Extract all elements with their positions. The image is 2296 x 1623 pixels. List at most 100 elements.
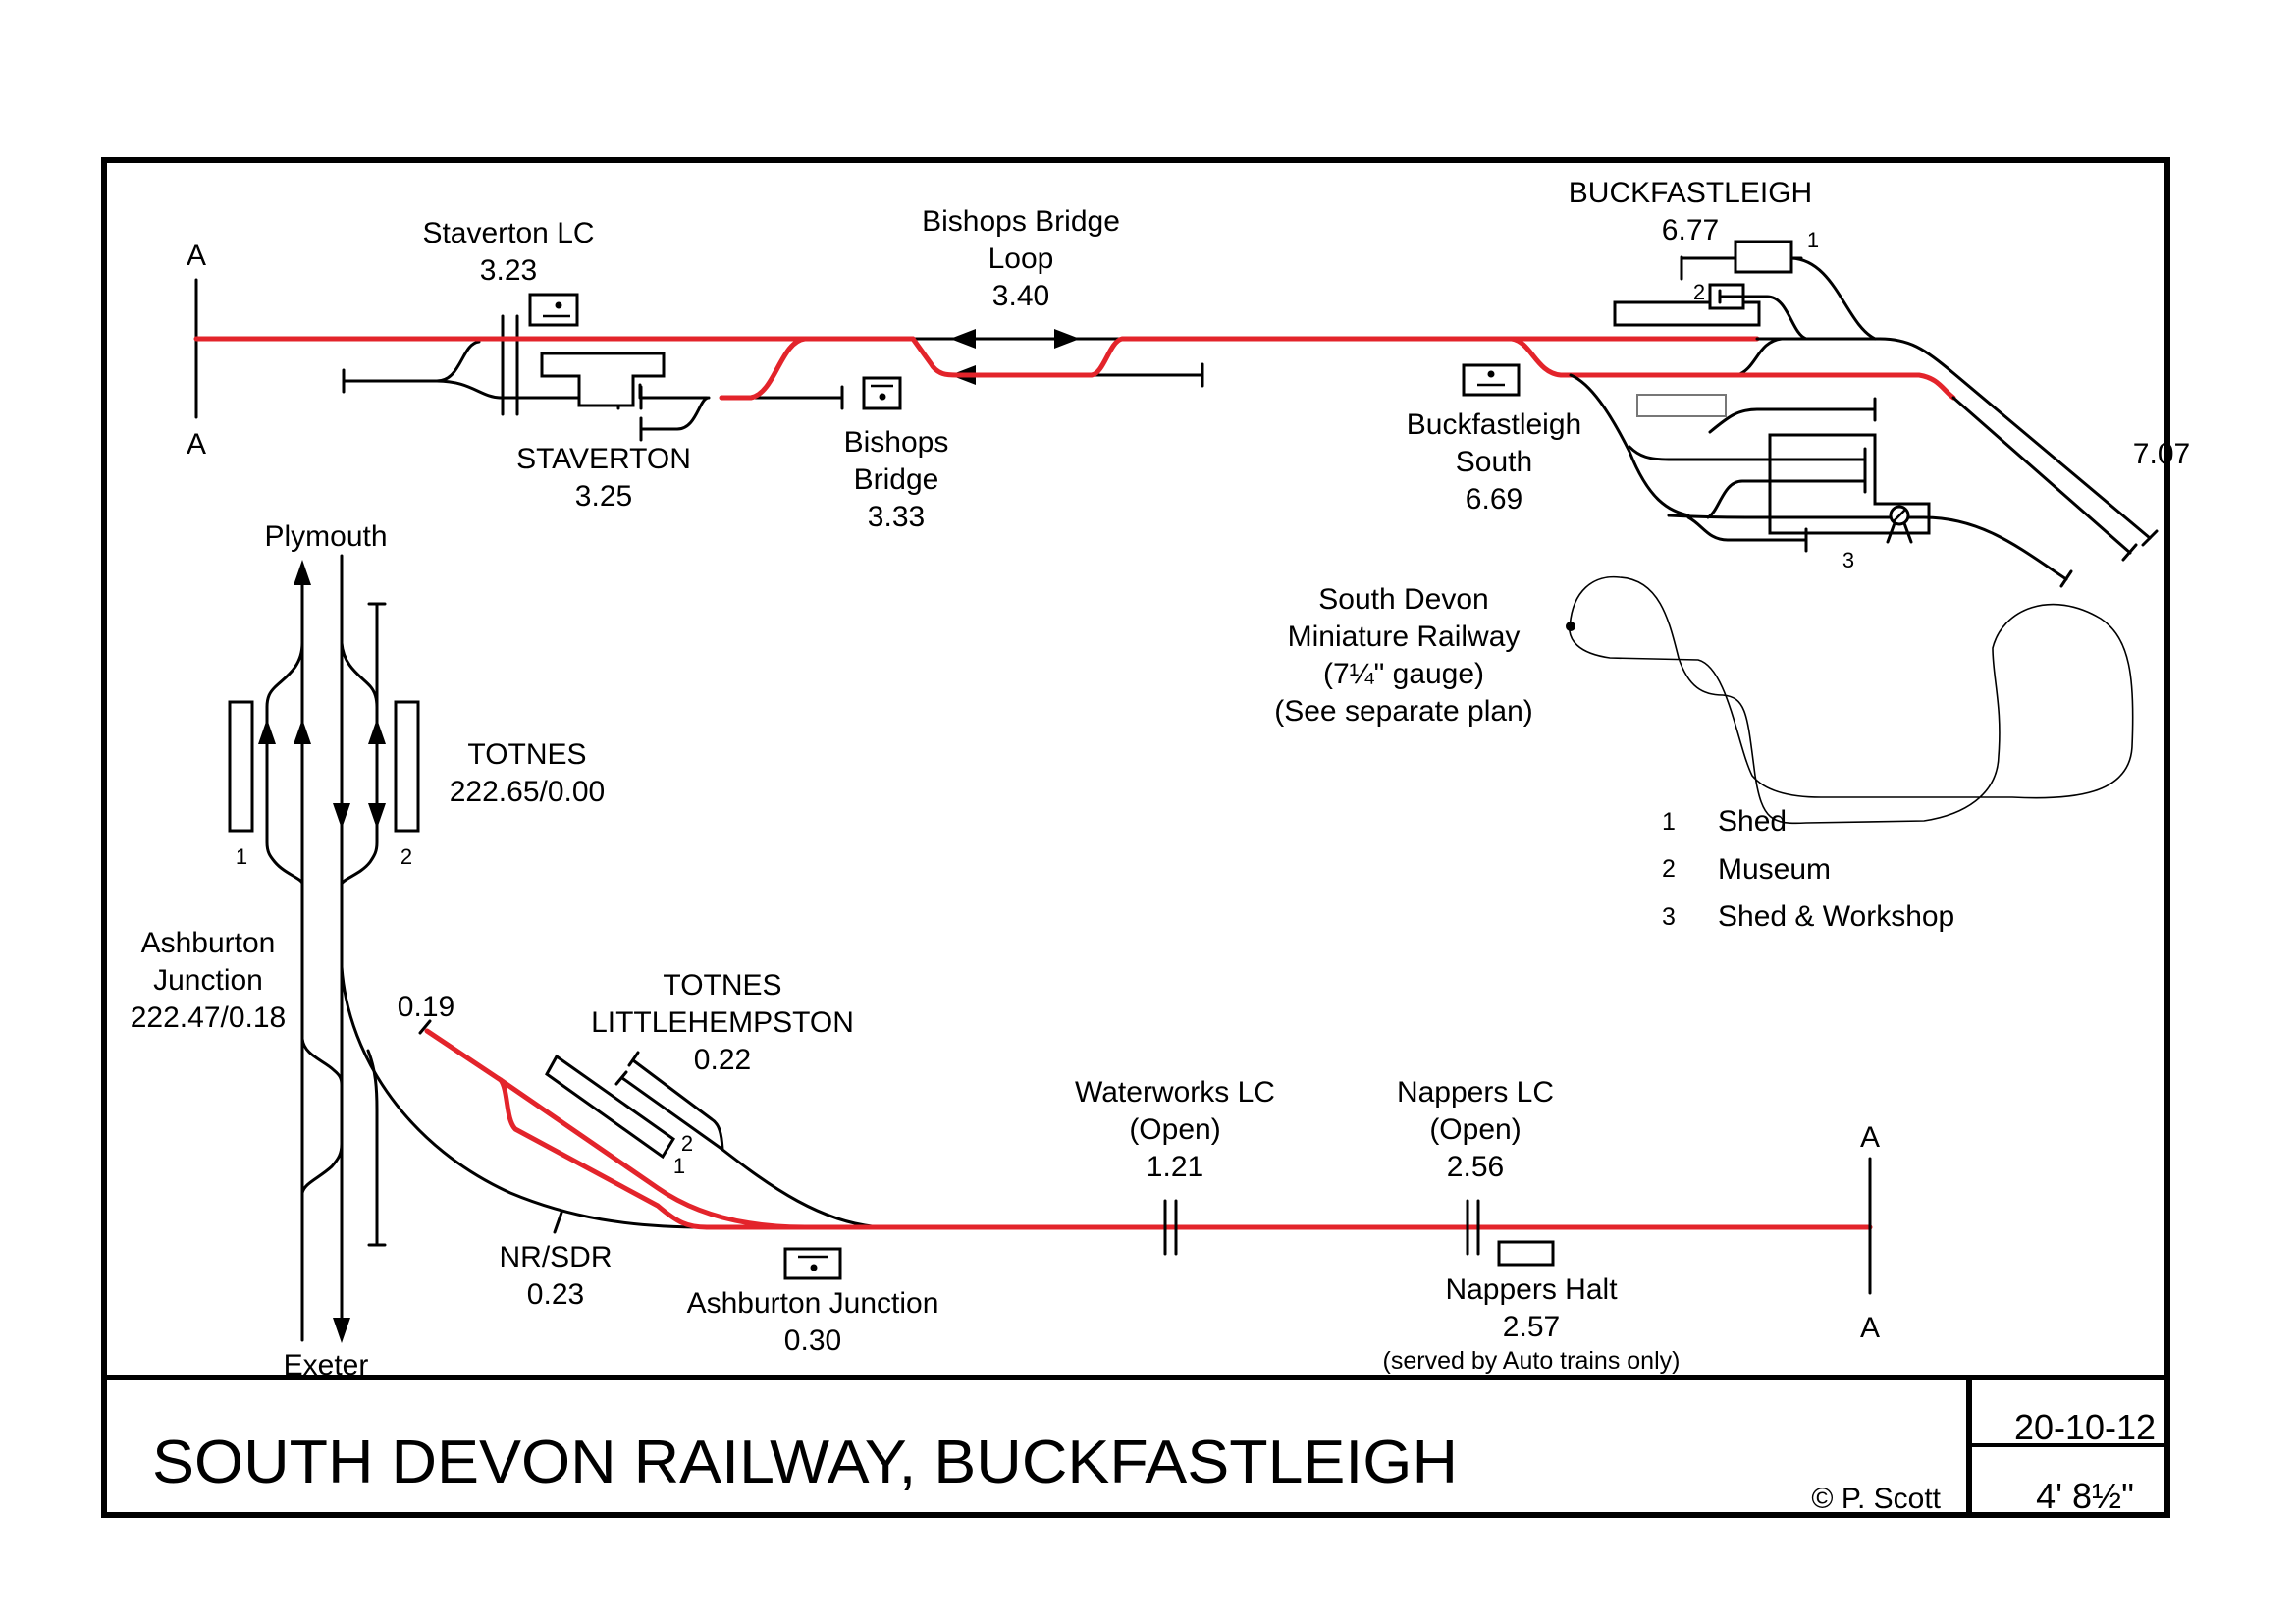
ashburton-jn-nr-name-1: Ashburton: [141, 927, 276, 959]
running-line-staverton-loop: [719, 336, 808, 401]
staverton-siding-2: [435, 379, 620, 400]
legend-num: 1: [1662, 808, 1676, 836]
signal-box-dot: [1487, 370, 1495, 378]
arrow-down-icon: [333, 1318, 350, 1343]
nr-sdr-name: NR/SDR: [499, 1241, 612, 1273]
boundary-marker: [553, 1211, 563, 1234]
littlehempston-mileage: 0.22: [694, 1044, 751, 1076]
legend-label: Shed: [1718, 805, 1787, 838]
nappers-halt-platform: [1497, 1240, 1555, 1267]
running-line-littlehempston-loop: [498, 1077, 710, 1230]
siding-end-mileage: 0.19: [398, 991, 454, 1023]
signal-box-dot: [555, 301, 562, 309]
miniature-railway-track: [1569, 575, 2134, 825]
arrow-down-icon: [333, 803, 350, 829]
littlehempston-platform-number: 1: [673, 1154, 685, 1178]
turntable-mark: [1893, 509, 1906, 522]
crossover: [300, 1142, 344, 1195]
gauge-label: 4' 8½": [2036, 1476, 2134, 1516]
museum-road: [1718, 295, 1808, 341]
revision-date: 20-10-12: [2014, 1407, 2156, 1447]
carpark-outline: [1636, 394, 1727, 417]
headshunt: [366, 1049, 379, 1247]
nappers-halt-note: (served by Auto trains only): [1383, 1347, 1681, 1375]
staverton-lc-mileage: 3.23: [480, 254, 537, 287]
signal-box-bishops-bridge: [862, 376, 902, 410]
legend-label: Museum: [1718, 853, 1831, 886]
signal-box-buckfastleigh: [1462, 363, 1521, 397]
platform-loop-1: [265, 641, 304, 886]
diagram-frame: [101, 157, 2170, 1518]
ashburton-jn-nr-name-2: Junction: [153, 964, 263, 997]
buffer-stop: [2121, 543, 2138, 562]
running-line-platform-2: [1509, 336, 1956, 401]
running-line-extension: [1951, 396, 2132, 555]
littlehempston-name-1: TOTNES: [663, 969, 781, 1001]
legend-label: Shed & Workshop: [1718, 900, 1954, 933]
crossover: [300, 1037, 344, 1087]
totnes-platform-number: 2: [400, 844, 412, 869]
buckfastleigh-south-name-2: South: [1456, 446, 1532, 478]
buckfastleigh-name: BUCKFASTLEIGH: [1569, 177, 1812, 209]
nr-sdr-mileage: 0.23: [527, 1278, 584, 1311]
yard-road-turntable: [1667, 514, 2068, 581]
buffer-stop: [2141, 529, 2159, 547]
signal-box-dot: [879, 393, 886, 401]
building-number-1: 1: [1807, 228, 1819, 252]
direction-arrow-left: [950, 329, 976, 349]
arrow-down-icon: [368, 803, 386, 829]
running-line-to-7-07: [1878, 337, 2152, 540]
littlehempston-siding: [631, 1058, 724, 1151]
littlehempston-platform: [545, 1054, 676, 1160]
staverton-siding-1: [342, 340, 481, 383]
yard-road-1: [1628, 445, 1867, 461]
section-break-label-bottom: A: [1860, 1312, 1880, 1344]
branch-to-ashburton: [340, 965, 709, 1229]
buckfastleigh-south-name-1: Buckfastleigh: [1407, 408, 1581, 441]
miniature-railway-station-dot: [1566, 622, 1575, 631]
arrow-up-icon: [294, 719, 311, 744]
arrow-up-icon: [294, 560, 311, 585]
bishops-bridge-mileage: 3.33: [868, 501, 925, 533]
staverton-mileage: 3.25: [575, 480, 632, 513]
totnes-name: TOTNES: [467, 738, 586, 771]
signal-box-ashburton-jn: [783, 1247, 842, 1280]
waterworks-lc-mileage: 1.21: [1147, 1151, 1203, 1183]
bishops-bridge-loop-name-1: Bishops Bridge: [922, 205, 1120, 238]
building-shed: [1734, 240, 1793, 274]
littlehempston-name-2: LITTLEHEMPSTON: [591, 1006, 854, 1039]
signal-box-dot: [810, 1264, 818, 1271]
waterworks-lc-status: (Open): [1129, 1113, 1220, 1146]
yard-lead: [1569, 373, 1690, 517]
running-line-bishops-loop: [910, 336, 1760, 378]
shed-road-curve: [1789, 256, 1877, 341]
staverton-name: STAVERTON: [516, 443, 691, 475]
nappers-halt-mileage: 2.57: [1503, 1311, 1560, 1343]
buffer-stop: [418, 1019, 432, 1035]
plymouth-label: Plymouth: [264, 520, 387, 553]
diagram-title: SOUTH DEVON RAILWAY, BUCKFASTLEIGH: [152, 1429, 1458, 1496]
staverton-lc-name: Staverton LC: [422, 217, 594, 249]
ashburton-jn-mileage: 0.30: [784, 1325, 841, 1357]
ashburton-jn-nr-mileage: 222.47/0.18: [131, 1001, 286, 1034]
buffer-stop: [614, 1070, 628, 1086]
buffer-stop: [627, 1051, 640, 1067]
nappers-lc-name: Nappers LC: [1397, 1076, 1554, 1109]
building-number-3: 3: [1842, 548, 1854, 572]
miniature-railway-line-1: South Devon: [1318, 583, 1488, 616]
miniature-railway-line-3: (7¼" gauge): [1323, 658, 1484, 690]
totnes-platform-number: 1: [236, 844, 247, 869]
bishops-bridge-name-2: Bridge: [854, 463, 939, 496]
miniature-railway-line-4: (See separate plan): [1274, 695, 1533, 728]
buffer-stop: [2059, 569, 2073, 588]
yard-road-4: [1686, 515, 1808, 542]
platform-loop-2: [340, 641, 379, 886]
buckfastleigh-south-mileage: 6.69: [1466, 483, 1522, 515]
signal-box-staverton: [528, 293, 579, 327]
building-number-2: 2: [1693, 280, 1705, 304]
siding: [639, 396, 711, 431]
ashburton-jn-name: Ashburton Junction: [687, 1287, 939, 1320]
nappers-lc-mileage: 2.56: [1447, 1151, 1504, 1183]
turntable-supports: [1886, 521, 1913, 544]
